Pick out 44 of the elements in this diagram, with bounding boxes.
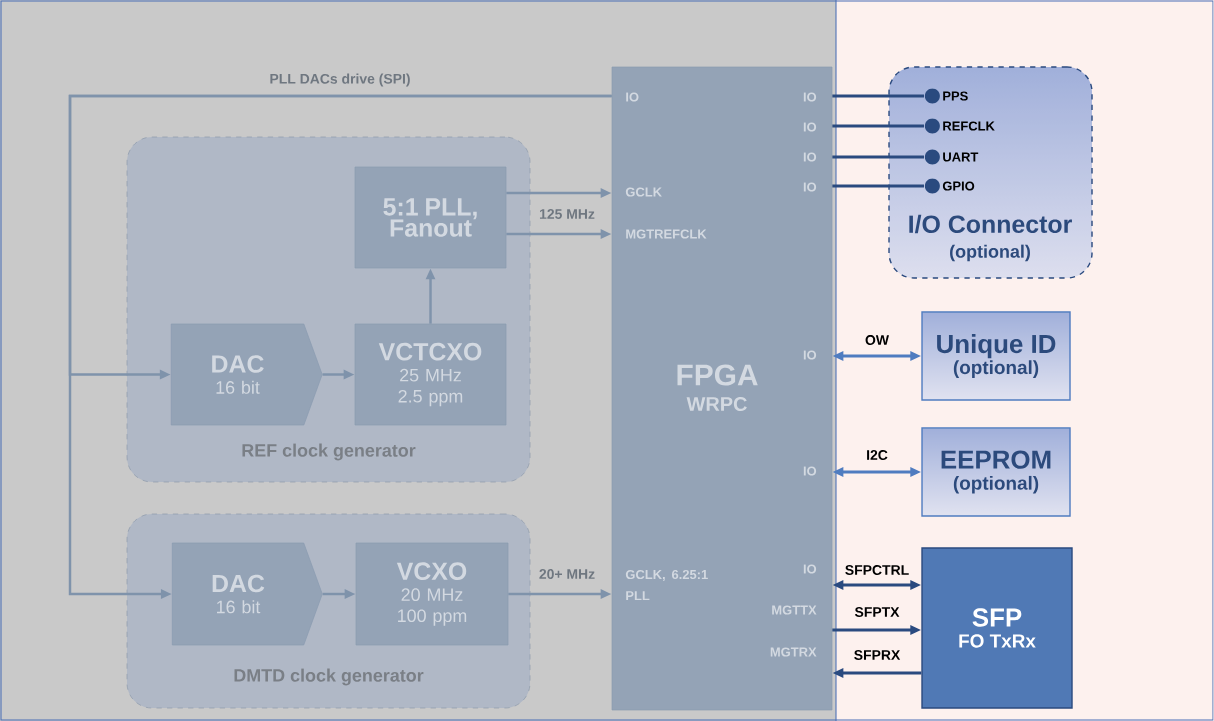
block-subtitle: WRPC [686, 396, 747, 412]
pin-label: IO [803, 182, 817, 192]
edge-label: I2C [867, 450, 888, 460]
connector-pin: GPIO [924, 178, 975, 194]
pin-label: GCLK [625, 187, 662, 197]
converter-block: DAC 16 bit [171, 542, 323, 646]
pin-label: IO [803, 564, 817, 574]
pin-label: MGTREFCLK [626, 229, 707, 239]
pin-label: MGTTX [772, 605, 817, 615]
edge-label: PLL DACs drive (SPI) [270, 73, 410, 87]
edge-label: 125 MHz [539, 209, 595, 219]
module-box: EEPROM (optional) [921, 427, 1071, 517]
pin-label: IO [803, 350, 817, 360]
connector-title: I/O Connector [909, 214, 1072, 234]
node-label: PPS [943, 91, 968, 101]
module-box: SFP FO TxRx [921, 547, 1073, 709]
edge-label: SFPTX [854, 607, 900, 617]
edge-label: SFPCTRL [845, 565, 909, 575]
block-title: FPGA [677, 364, 758, 386]
node-label: REFCLK [943, 121, 995, 131]
pin-label: MGTRX [770, 647, 817, 657]
arrow [68, 94, 612, 599]
pin-label: IO [803, 122, 817, 132]
process-box: 5:1 PLL, Fanout [354, 166, 507, 269]
pin-label: IO [803, 466, 817, 476]
pin-label: IO [803, 152, 817, 162]
process-box: VCTCXO 25 MHz 2.5 ppm [354, 323, 507, 426]
pin-label: IO [626, 92, 639, 102]
module-box: Unique ID (optional) [921, 311, 1071, 401]
connector-pin: UART [924, 149, 979, 165]
group-label: DMTD clock generator [234, 668, 424, 686]
edge-label: 20+ MHz [539, 569, 595, 579]
node-label: UART [943, 152, 979, 162]
connector-pin: PPS [924, 88, 968, 104]
process-box: VCXO 20 MHz 100 ppm [355, 542, 509, 646]
pin-label: GCLK, 6.25:1 PLL [625, 569, 708, 601]
connector-pin: REFCLK [924, 118, 995, 134]
node-label: GPIO [942, 181, 975, 191]
group-label: REF clock generator [242, 443, 416, 461]
edge-label: SFPRX [854, 650, 901, 660]
converter-block: DAC 16 bit [170, 323, 323, 426]
pin-label: IO [803, 92, 817, 102]
edge-label: OW [865, 335, 889, 345]
connector-subtitle: (optional) [950, 244, 1030, 262]
